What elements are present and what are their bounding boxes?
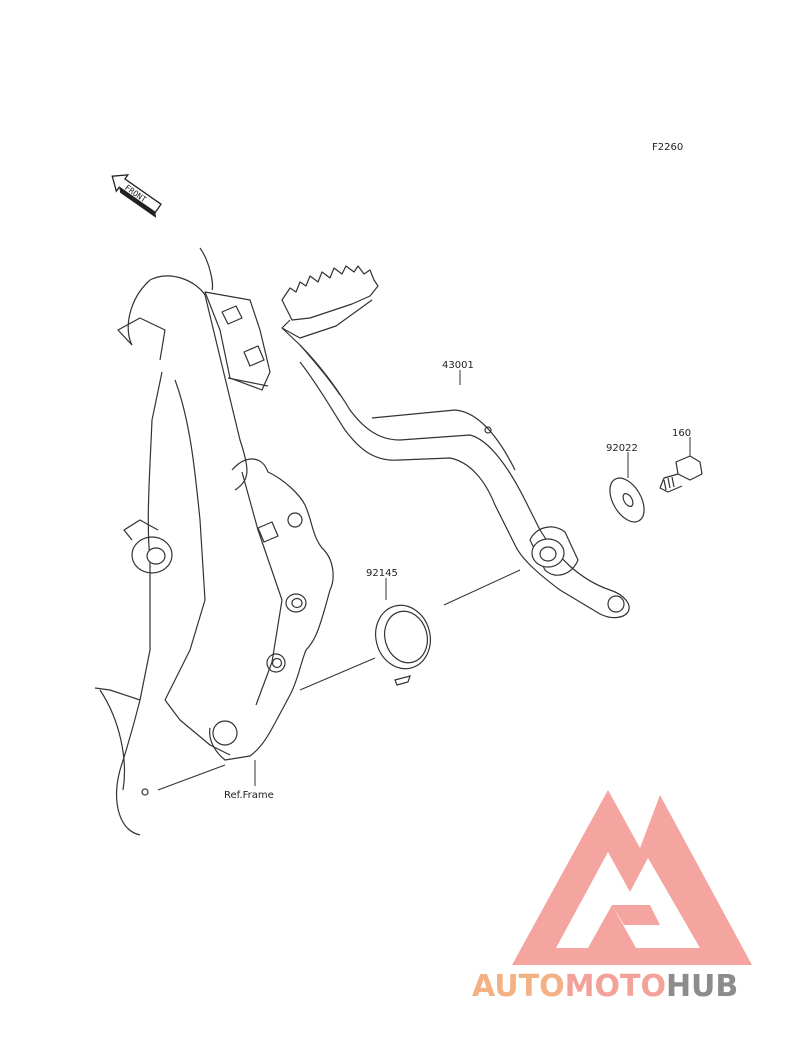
front-arrow-icon: FRONT [111, 174, 162, 218]
part-label-pedal: 43001 [442, 360, 474, 371]
watermark-text: AUTOMOTOHUB [472, 969, 738, 1004]
ref-frame-label: Ref.Frame [224, 790, 274, 801]
diagram-code: F2260 [652, 142, 683, 153]
watermark-logo-icon [512, 790, 752, 965]
leader-lines [254, 370, 691, 786]
part-label-bolt: 160 [672, 428, 691, 439]
watermark-hub: HUB [666, 969, 738, 1004]
frame-outline [94, 247, 334, 836]
part-label-washer: 92022 [606, 443, 638, 454]
watermark-auto: AUTO [472, 969, 565, 1004]
part-label-clip: 92145 [366, 568, 398, 579]
watermark-moto: MOTO [565, 969, 666, 1004]
brake-pedal [281, 265, 630, 619]
bolt [659, 455, 703, 493]
snap-ring [375, 604, 431, 686]
washer [609, 477, 645, 523]
